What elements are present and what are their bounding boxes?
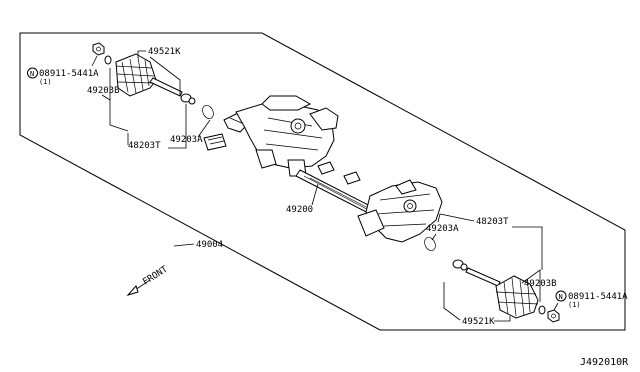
right-tie-rod-label: 48203T <box>476 217 509 227</box>
left-boot-kit-label: 49521K <box>148 47 181 57</box>
right-gear-housing-icon <box>357 179 443 243</box>
left-nut-callout: N 08911-5441A (1) <box>27 42 105 86</box>
diagram-reference-id: J492010R <box>580 357 629 368</box>
left-cotter-pin-icon <box>104 55 112 65</box>
left-tie-rod-icon <box>149 77 196 105</box>
n-circle-icon-left: N <box>27 67 38 79</box>
right-inner-socket-label: 49203A <box>426 224 459 234</box>
steering-gear-housing-icon <box>235 95 339 177</box>
front-direction-arrow-icon <box>126 279 151 296</box>
assembly-boundary-frame <box>19 32 626 331</box>
left-nut-part-number: 08911-5441A <box>39 69 99 79</box>
right-nut-qty: (1) <box>568 301 581 309</box>
complete-assembly-label: 49004 <box>196 240 223 250</box>
left-o-ring-icon <box>202 104 214 120</box>
left-nut-qty: (1) <box>39 78 52 86</box>
right-nut-icon <box>547 309 560 323</box>
svg-text:N: N <box>30 70 34 78</box>
right-o-ring-icon <box>424 236 436 252</box>
gear-assembly-label: 49200 <box>286 205 313 215</box>
left-socket-label: 49203B <box>87 86 120 96</box>
svg-text:N: N <box>559 293 563 301</box>
left-inner-socket-label: 49203A <box>170 135 203 145</box>
right-nut-part-number: 08911-5441A <box>568 292 628 302</box>
left-tie-rod-label: 48203T <box>128 141 161 151</box>
right-boot-kit-label: 49521K <box>462 317 495 327</box>
n-circle-icon-right: N <box>555 290 567 302</box>
front-direction-label: FRONT <box>141 264 170 287</box>
right-boot-icon <box>495 275 539 319</box>
right-tie-rod-icon <box>452 259 501 287</box>
left-boot-icon <box>115 53 157 97</box>
right-cotter-pin-icon <box>538 305 546 315</box>
right-nut-callout: N 08911-5441A (1) <box>553 290 628 311</box>
left-nut-icon <box>92 42 105 56</box>
